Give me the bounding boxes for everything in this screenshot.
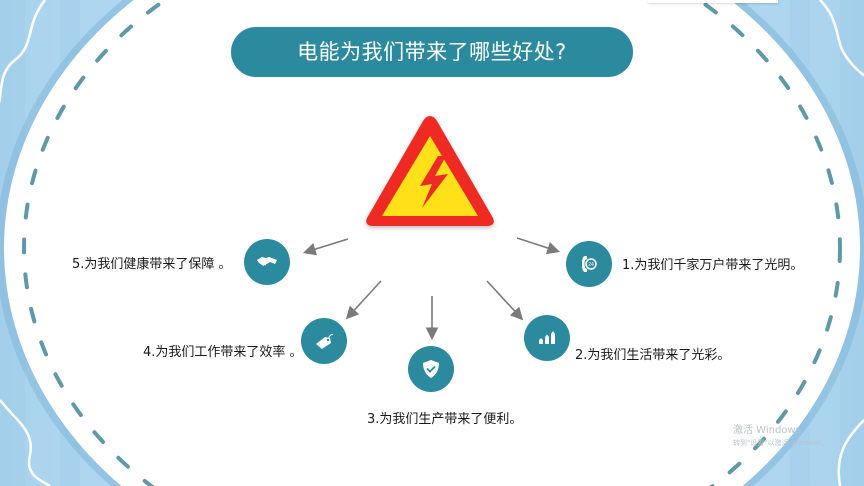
high-voltage-warning-icon [366, 116, 494, 226]
arrow-to-benefit-4 [345, 280, 382, 320]
benefit-4-text: 4.为我们工作带来了效率 。 [143, 345, 303, 360]
slide-title: 电能为我们带来了哪些好处? [231, 27, 633, 77]
price-tag-icon [316, 334, 334, 349]
benefit-2-icon-circle [524, 315, 570, 361]
benefit-1-text: 1.为我们千家万户带来了光明。 [622, 258, 804, 273]
arrow-to-benefit-2 [486, 280, 524, 321]
24h-phone-icon: 24 [582, 256, 597, 272]
benefit-1-icon-circle: 24 [566, 241, 612, 287]
shield-check-icon [423, 360, 439, 378]
growth-chart-icon [539, 331, 555, 344]
arrow-to-benefit-1 [516, 237, 561, 255]
svg-text:24: 24 [588, 262, 594, 268]
benefit-3-icon-circle [408, 346, 454, 392]
benefit-5-text: 5.为我们健康带来了保障 。 [72, 257, 232, 272]
watermark-line-2: 转到"设置"以激活 Windows。 [733, 439, 829, 447]
benefit-5-icon-circle [244, 239, 290, 285]
watermark-line-1: 激活 Windows [733, 425, 801, 436]
benefit-3-text: 3.为我们生产带来了便利。 [367, 412, 523, 427]
benefit-2-text: 2.为我们生活带来了光彩。 [575, 348, 731, 363]
handshake-icon [257, 257, 277, 269]
top-edge-bar [648, 0, 778, 3]
benefit-4-icon-circle [301, 318, 347, 364]
arrow-to-benefit-5 [302, 238, 349, 256]
windows-activation-watermark: 激活 Windows 转到"设置"以激活 Windows。 [733, 425, 829, 449]
